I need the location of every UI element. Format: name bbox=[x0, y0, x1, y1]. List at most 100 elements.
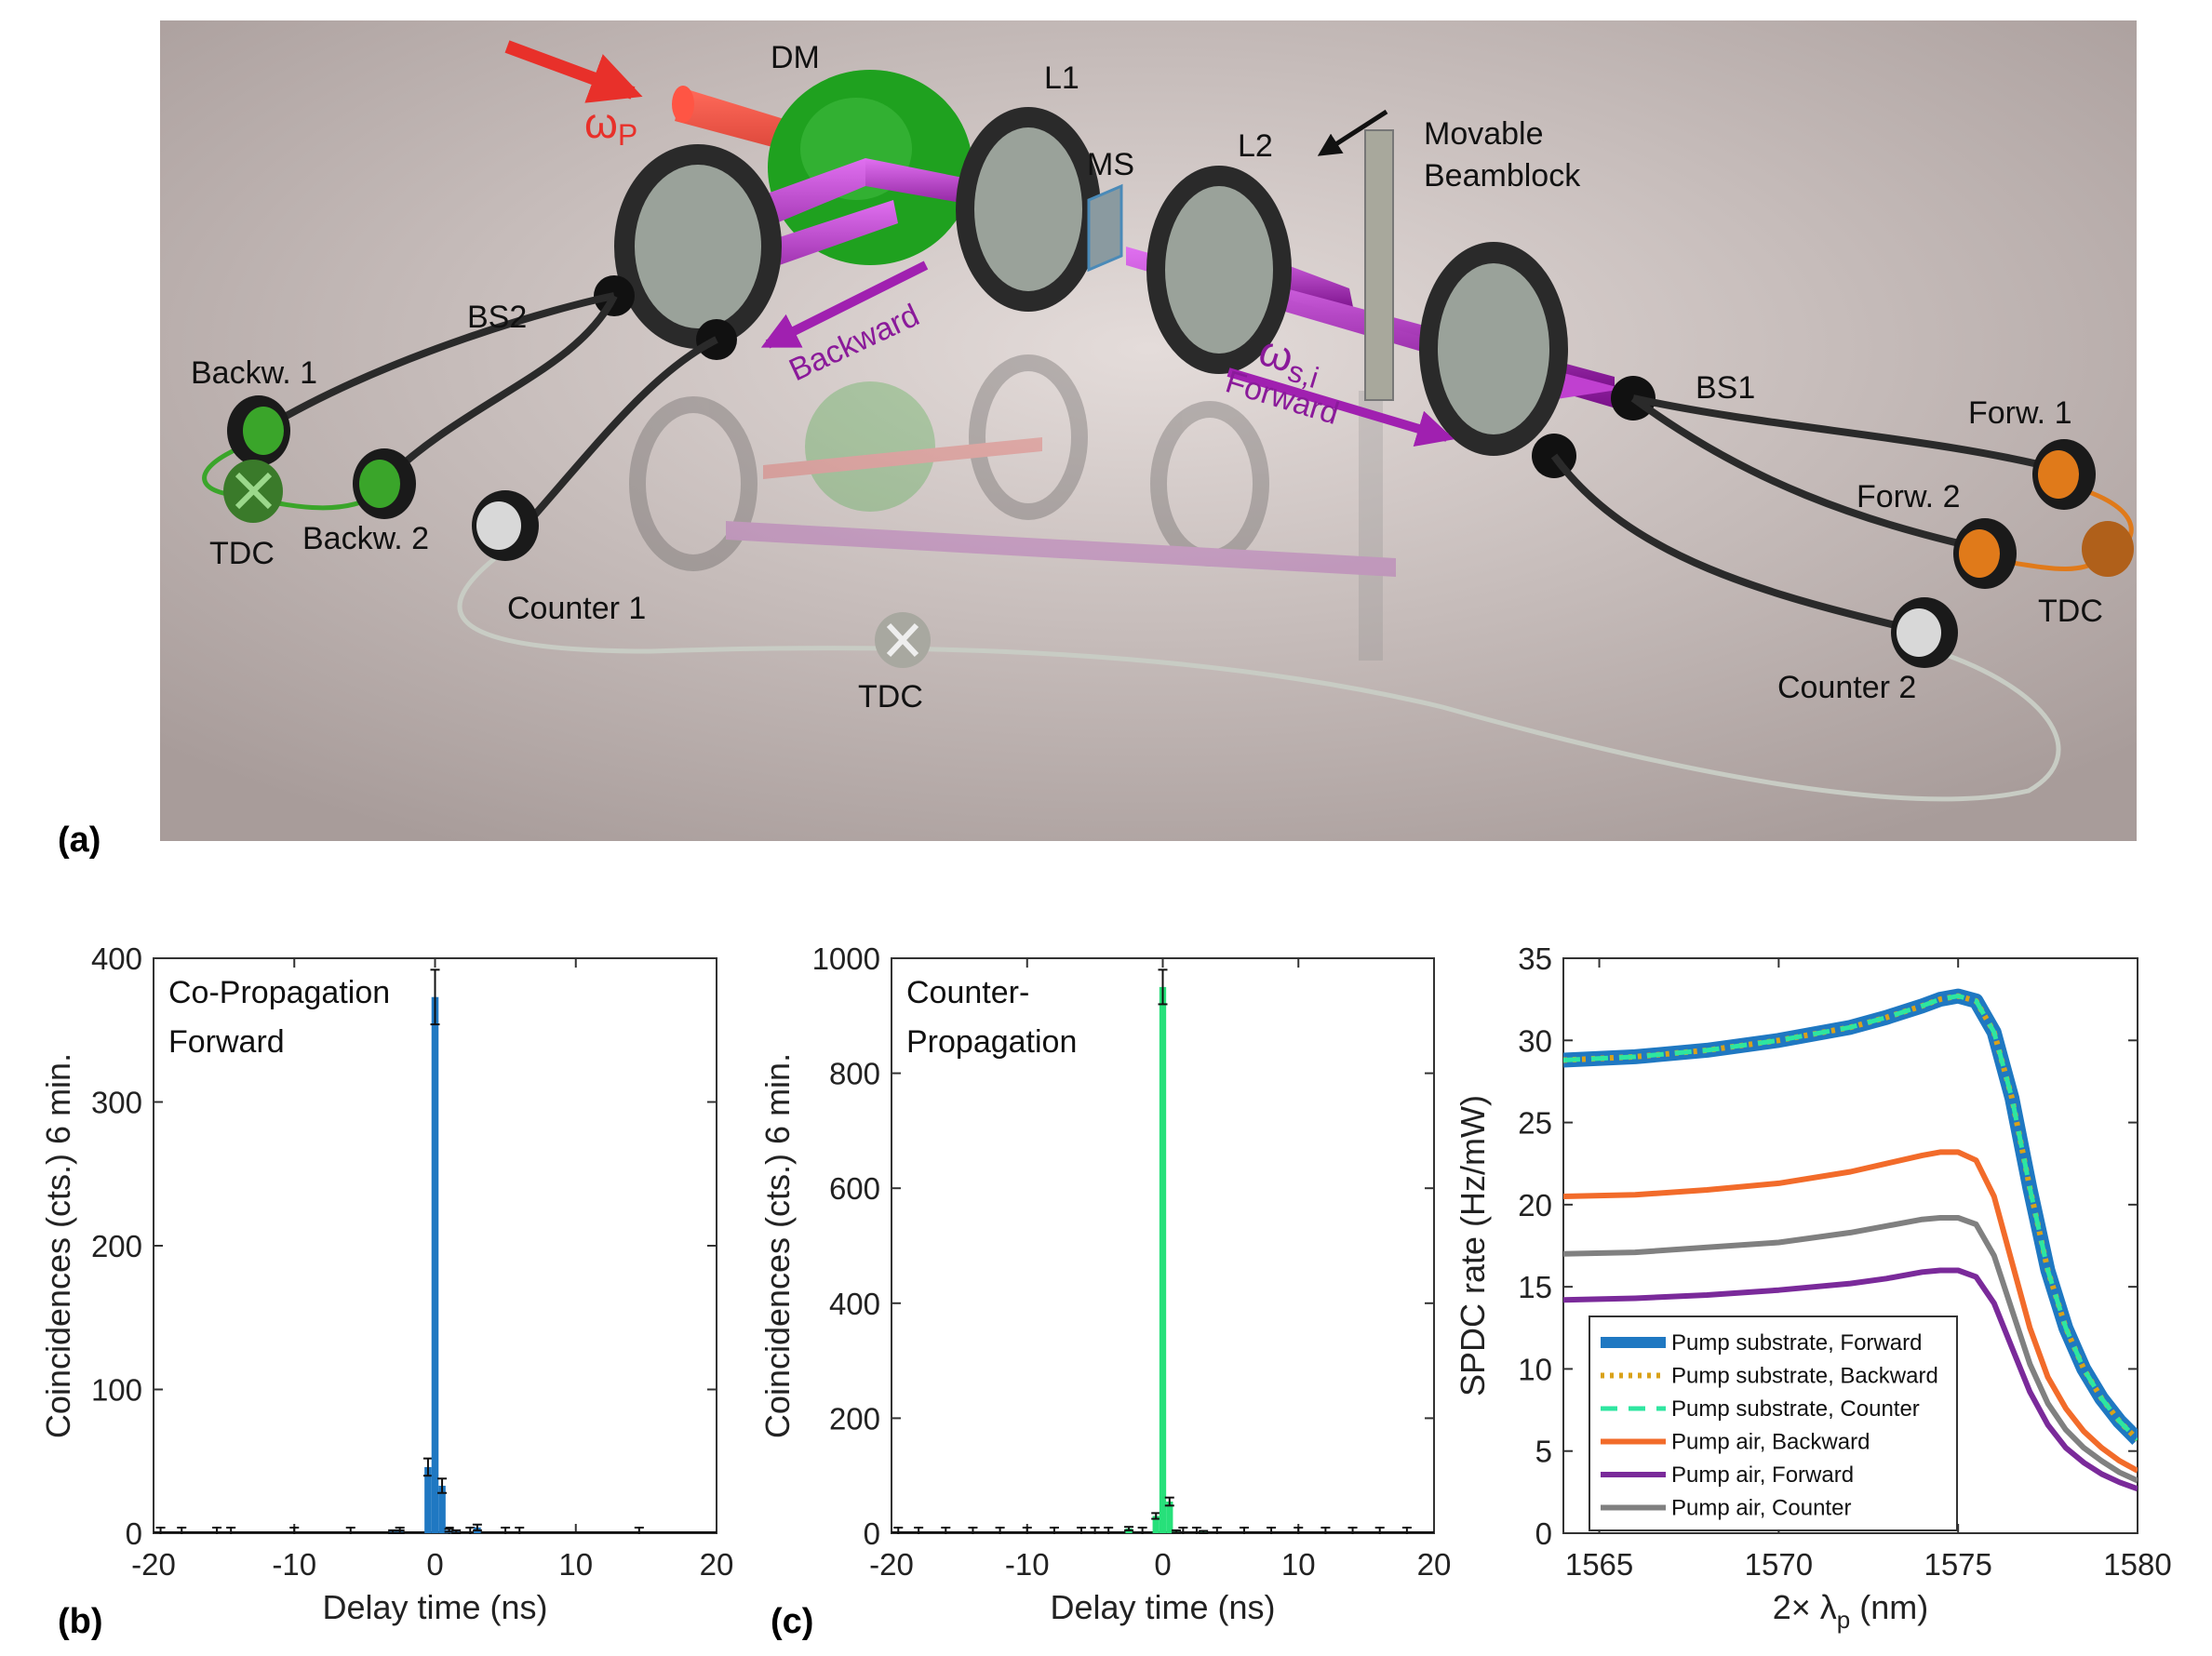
y-tick-label: 5 bbox=[1535, 1435, 1552, 1469]
panel-letter-c: (c) bbox=[771, 1602, 813, 1641]
x-tick-label: -20 bbox=[131, 1547, 176, 1582]
legend-box bbox=[1589, 1315, 1958, 1531]
tdc-mid-icon bbox=[875, 612, 931, 668]
x-tick-label: 1575 bbox=[1924, 1547, 1991, 1582]
legend-label: Pump air, Counter bbox=[1671, 1496, 1851, 1521]
label-forw-1: Forw. 1 bbox=[1968, 395, 2071, 431]
y-tick-label: 35 bbox=[1518, 942, 1552, 976]
lens-forward bbox=[1419, 242, 1568, 456]
y-tick-label: 100 bbox=[91, 1373, 142, 1408]
histogram-bar bbox=[424, 1466, 432, 1533]
backward-arrow bbox=[760, 260, 929, 349]
label-counter-2: Counter 2 bbox=[1777, 670, 1916, 705]
detector-forw-1 bbox=[2032, 439, 2096, 510]
label-backw-1: Backw. 1 bbox=[191, 355, 317, 391]
detector-counter-2 bbox=[1891, 597, 1958, 668]
label-movable: Movable bbox=[1424, 116, 1544, 152]
metasurface bbox=[1087, 183, 1123, 273]
y-tick-label: 300 bbox=[91, 1086, 142, 1120]
x-tick-label: 1565 bbox=[1565, 1547, 1633, 1582]
pump-beam-end bbox=[672, 86, 694, 123]
y-tick-label: 400 bbox=[829, 1287, 880, 1321]
label-bs2: BS2 bbox=[467, 300, 527, 335]
x-axis-label: Delay time (ns) bbox=[1050, 1588, 1275, 1626]
label-tdc-mid: TDC bbox=[858, 679, 923, 714]
legend-label: Pump substrate, Backward bbox=[1671, 1364, 1938, 1389]
y-axis-label: SPDC rate (Hz/mW) bbox=[1454, 1095, 1492, 1396]
y-tick-label: 200 bbox=[91, 1229, 142, 1263]
y-tick-label: 1000 bbox=[812, 942, 880, 976]
chart-annotation: Forward bbox=[168, 1024, 285, 1060]
x-tick-label: 0 bbox=[1154, 1547, 1171, 1582]
histogram-bar bbox=[1152, 1516, 1160, 1533]
y-tick-label: 0 bbox=[864, 1516, 880, 1551]
y-tick-label: 20 bbox=[1518, 1188, 1552, 1222]
x-tick-label: 1580 bbox=[2103, 1547, 2171, 1582]
chart-annotation: Co-Propagation bbox=[168, 975, 390, 1010]
reflection bbox=[629, 354, 1396, 661]
label-tdc-left: TDC bbox=[209, 536, 275, 571]
x-tick-label: 20 bbox=[1417, 1547, 1452, 1582]
histogram-bar bbox=[438, 1486, 446, 1533]
label-l2: L2 bbox=[1238, 128, 1273, 164]
label-forw-2: Forw. 2 bbox=[1857, 479, 1960, 514]
legend-label: Pump substrate, Forward bbox=[1671, 1330, 1922, 1356]
x-axis-label: 2× λp (nm) bbox=[1773, 1588, 1929, 1634]
y-tick-label: 15 bbox=[1518, 1270, 1552, 1304]
chart-annotation: Propagation bbox=[906, 1024, 1077, 1060]
pump-arrow bbox=[504, 40, 643, 103]
label-beamblock: Beamblock bbox=[1424, 158, 1581, 194]
fibers bbox=[262, 292, 2063, 636]
y-tick-label: 600 bbox=[829, 1171, 880, 1206]
lens-l2 bbox=[1146, 166, 1292, 374]
x-tick-label: -20 bbox=[869, 1547, 914, 1582]
y-tick-label: 25 bbox=[1518, 1106, 1552, 1141]
series-line bbox=[1563, 1215, 2138, 1484]
label-tdc-right: TDC bbox=[2038, 594, 2103, 629]
panel-a-setup-illustration: DM L1 MS L2 Movable Beamblock BS2 BS1 Ba… bbox=[58, 20, 2137, 860]
y-tick-label: 0 bbox=[126, 1516, 142, 1551]
detector-backw-1 bbox=[227, 395, 290, 466]
label-omega-si: ωs,i bbox=[1253, 326, 1329, 394]
series-line bbox=[1563, 994, 2138, 1442]
tdc-left-icon bbox=[223, 460, 283, 523]
legend-label: Pump substrate, Counter bbox=[1671, 1396, 1920, 1422]
label-dm: DM bbox=[771, 40, 820, 75]
lens-backward bbox=[614, 144, 782, 349]
counter-fiber bbox=[457, 546, 2061, 802]
series-line bbox=[1563, 1149, 2138, 1474]
x-tick-label: 0 bbox=[426, 1547, 443, 1582]
legend-label: Pump air, Backward bbox=[1671, 1430, 1870, 1455]
y-tick-label: 10 bbox=[1518, 1352, 1552, 1386]
x-tick-label: -10 bbox=[1005, 1547, 1050, 1582]
x-tick-label: 10 bbox=[1281, 1547, 1316, 1582]
label-counter-1: Counter 1 bbox=[507, 591, 646, 626]
label-l1: L1 bbox=[1044, 60, 1079, 96]
detector-backw-2 bbox=[353, 448, 416, 519]
histogram-bar bbox=[1166, 1502, 1173, 1533]
y-tick-label: 0 bbox=[1535, 1516, 1552, 1551]
panel-letter-b: (b) bbox=[58, 1602, 103, 1641]
label-backw-2: Backw. 2 bbox=[302, 521, 429, 556]
detector-forw-2 bbox=[1953, 518, 2017, 589]
label-ms: MS bbox=[1087, 147, 1134, 182]
movable-beamblock bbox=[1364, 129, 1394, 401]
y-tick-label: 30 bbox=[1518, 1023, 1552, 1058]
forward-arrow bbox=[1227, 367, 1455, 447]
x-tick-label: 1570 bbox=[1745, 1547, 1813, 1582]
detector-counter-1 bbox=[472, 490, 539, 561]
x-axis-label: Delay time (ns) bbox=[322, 1588, 547, 1626]
y-tick-label: 800 bbox=[829, 1057, 880, 1091]
legend-label: Pump air, Forward bbox=[1671, 1462, 1854, 1488]
x-tick-label: 10 bbox=[558, 1547, 593, 1582]
lens-l1 bbox=[956, 107, 1101, 312]
y-axis-label: Coincidences (cts.) 6 min. bbox=[39, 1053, 77, 1438]
series-line bbox=[1563, 1267, 2138, 1492]
y-tick-label: 200 bbox=[829, 1401, 880, 1436]
y-tick-label: 400 bbox=[91, 942, 142, 976]
panel-letter-a: (a) bbox=[58, 821, 101, 860]
label-omega-p: ωP bbox=[584, 99, 637, 152]
